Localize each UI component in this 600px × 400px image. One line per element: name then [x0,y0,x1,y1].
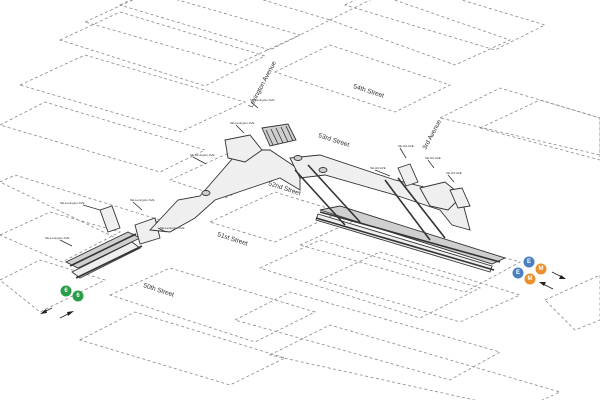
city-block [328,0,512,66]
elevator [318,167,328,173]
track-line [69,233,137,267]
city-block [0,211,122,263]
track-line [315,217,495,271]
route-bullet-west-0-label: 6 [64,288,68,294]
route-bullet-east-1-label: M [539,266,544,272]
route-bullets-east: E M E M [512,256,566,290]
route-bullet-east-2 [512,267,524,279]
city-block [233,291,502,381]
station-structure [64,123,507,279]
city-block [78,311,287,386]
city-block [58,11,267,87]
entrance-label: SE-3rd AVE [370,166,386,170]
entrance-label: SE-Lexington AVE [190,153,214,157]
entrance-label: SE-Lexington AVE [250,98,274,102]
route-bullet-east-3-label: M [528,276,533,282]
staircase [397,163,419,187]
entrance-label: SE-Lexington AVE [60,201,84,205]
entrance-label: SE-Lexington AVE [160,226,184,230]
em-platform [319,205,507,265]
staircase [134,217,161,245]
street-label-54th-street: 54th Street [352,83,385,100]
direction-arrow-head [539,282,546,286]
route-bullet-east-0-label: E [527,259,531,265]
city-block [343,0,547,51]
elevator [293,155,303,161]
entrance-label: SE-3rd AVE [446,171,462,175]
city-block [438,87,600,156]
route-bullet-west-1 [72,290,84,302]
53rd-street-corridor [289,154,471,231]
city-block [544,274,600,331]
entrance-label: SE-3rd AVE [425,156,441,160]
direction-arrow [542,283,554,290]
city-block [258,239,482,319]
support-line [294,169,346,226]
city-block [18,54,247,133]
direction-arrow-head [40,309,47,314]
city-block [83,0,302,66]
city-block [0,101,207,173]
route-bullet-west-0 [60,285,72,297]
route-bullet-east-3 [524,273,536,285]
mezzanine-east [419,181,463,211]
entrance-label: SE-Lexington AVE [130,198,154,202]
street-label-51st-street: 51st Street [216,231,248,247]
entrance-label: SE-Lexington AVE [230,121,254,125]
route-bullet-west-1-label: 6 [76,293,80,299]
city-block [298,217,522,293]
track-line [319,211,501,263]
city-block [118,0,332,51]
support-line [384,179,431,241]
lexington-platform-track [71,241,141,279]
city-block [0,259,107,313]
entrance-labels: SE-Lexington AVE SE-Lexington AVE SE-Lex… [45,98,462,247]
staircase [449,187,471,209]
city-block [318,251,522,323]
track-line [75,245,143,279]
city-block [273,44,452,113]
city-block [268,324,562,400]
support-line [397,177,446,239]
passageway [149,149,301,233]
city-block [0,174,162,241]
route-bullets-west: 6 6 [40,285,84,319]
city-block [108,267,317,343]
support-line [307,164,361,223]
route-bullet-east-2-label: E [516,270,520,276]
direction-arrow-head [67,311,74,316]
route-bullet-east-1 [535,263,547,275]
direction-arrow [551,271,563,278]
entrance-label: SE-Lexington AVE [45,236,69,240]
mezzanine [224,134,263,163]
street-label-50th-street: 50th Street [142,282,175,299]
staircase [99,205,121,233]
escalator [261,123,297,147]
entrance-label: SE-3rd AVE [398,144,414,148]
elevator [201,190,211,196]
direction-arrow-head [559,275,566,279]
street-label-3rd-avenue: 3rd Avenue [422,118,444,151]
route-bullet-east-0 [523,256,535,268]
city-block [478,99,600,161]
street-label-53rd-street: 53rd Street [317,132,350,149]
